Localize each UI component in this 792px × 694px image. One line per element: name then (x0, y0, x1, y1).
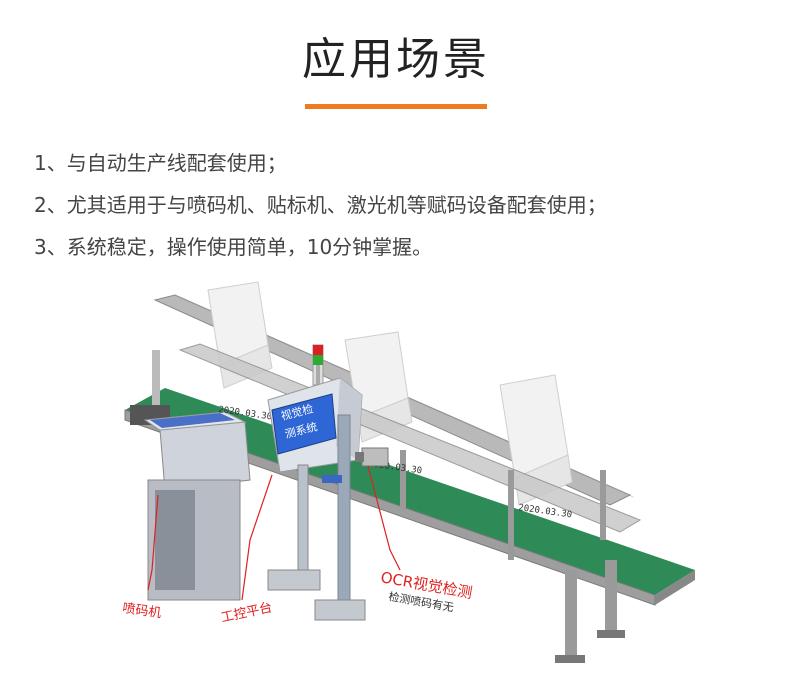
printer-leader-line (147, 494, 159, 591)
control-platform-stand (267, 414, 366, 621)
ocr-camera-icon (355, 447, 389, 467)
signal-tower-icon (312, 344, 324, 386)
front-guard-rail (178, 343, 642, 533)
ocr-leader-line (367, 465, 401, 571)
platform-leader-line (241, 474, 273, 601)
inspection-monitor (271, 393, 337, 455)
feature-item-1: 1、与自动生产线配套使用； (34, 151, 287, 175)
printer-label: 喷码机 (121, 601, 162, 621)
inkjet-printer (130, 350, 251, 601)
control-platform-label: 工控平台 (220, 600, 274, 625)
title-underline (305, 104, 487, 109)
conveyor-belt (125, 388, 695, 595)
application-scene-illustration: 2020.03.30 2020.03.30 2020.03.30 视觉检 测系统… (121, 281, 695, 663)
feature-item-2: 2、尤其适用于与喷码机、贴标机、激光机等赋码设备配套使用； (34, 193, 607, 217)
page-title: 应用场景 (302, 34, 490, 85)
feature-list: 1、与自动生产线配套使用； 2、尤其适用于与喷码机、贴标机、激光机等赋码设备配套… (34, 148, 607, 274)
conveyor-leg (565, 570, 577, 660)
feature-item-3: 3、系统稳定，操作使用简单，10分钟掌握。 (34, 235, 433, 259)
